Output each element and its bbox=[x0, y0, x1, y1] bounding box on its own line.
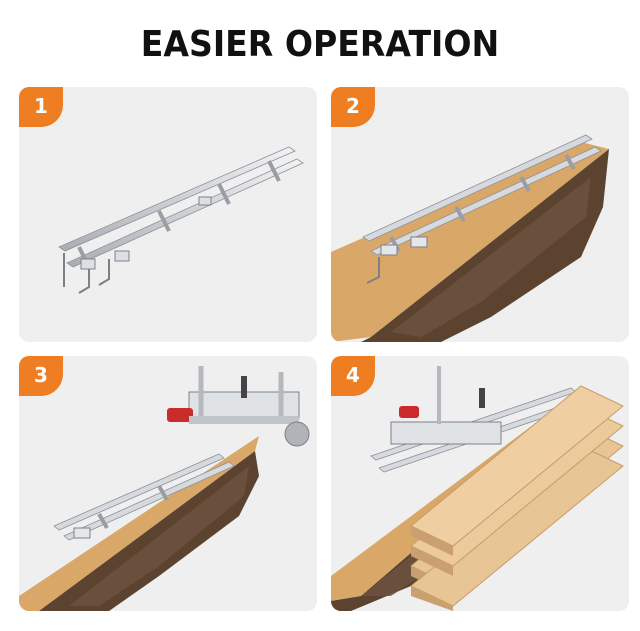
step-2-badge: 2 bbox=[331, 87, 375, 127]
step-4-illustration bbox=[331, 366, 624, 611]
step-1-badge: 1 bbox=[19, 87, 63, 127]
step-2-illustration bbox=[331, 134, 609, 342]
step-1-illustration bbox=[58, 146, 304, 294]
step-2-panel: 2 bbox=[331, 87, 629, 342]
step-3-illustration bbox=[19, 366, 310, 611]
step-3-badge: 3 bbox=[19, 356, 63, 396]
step-4-panel: 4 bbox=[331, 356, 629, 611]
step-1-panel: 1 bbox=[19, 87, 317, 342]
page-title: EASIER OPERATION bbox=[140, 24, 500, 65]
step-3-panel: 3 bbox=[19, 356, 317, 611]
step-4-badge: 4 bbox=[331, 356, 375, 396]
